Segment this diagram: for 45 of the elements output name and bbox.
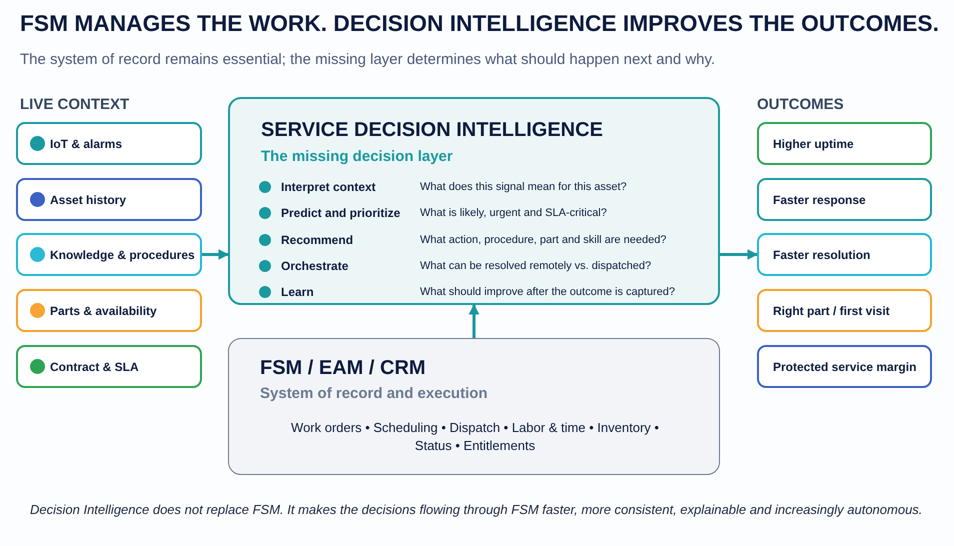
card-label: Asset history — [50, 192, 126, 206]
card-label: Faster response — [773, 192, 866, 206]
capability-question: What can be resolved remotely vs. dispatched? — [420, 258, 652, 274]
outcome-card — [757, 289, 932, 332]
outcome-card — [757, 122, 932, 165]
panel-heading: SERVICE DECISION INTELLIGENCE — [261, 118, 603, 142]
context-card — [16, 289, 202, 332]
outcome-card — [757, 178, 932, 221]
capability-name: Learn — [281, 284, 314, 300]
card-label: Protected service margin — [773, 360, 916, 374]
capability-question: What does this signal mean for this asset? — [420, 180, 627, 195]
arrow — [468, 304, 480, 338]
decision-layer-panel — [228, 97, 720, 305]
column-heading: LIVE CONTEXT — [20, 96, 130, 113]
arrow — [202, 249, 230, 260]
panel-subheading: The missing decision layer — [261, 148, 453, 166]
capability-question: What action, procedure, part and skill are needed? — [420, 232, 666, 248]
system-of-record-panel — [228, 338, 720, 475]
card-label: Contract & SLA — [50, 360, 139, 374]
outcome-card — [757, 233, 932, 276]
context-card — [16, 345, 202, 388]
context-card — [16, 233, 202, 276]
caption: Decision Intelligence does not replace FSM. It makes the decisions flowing through FSM faster, more consistent, explainable and increasingly autonomous. — [30, 502, 922, 517]
column-heading: OUTCOMES — [757, 96, 844, 113]
card-label: Parts & availability — [50, 304, 157, 318]
context-card — [16, 178, 202, 221]
outcome-card — [757, 345, 932, 388]
panel-subheading: System of record and execution — [260, 385, 488, 403]
capability-name: Orchestrate — [281, 258, 348, 274]
panel-heading: FSM / EAM / CRM — [260, 356, 426, 380]
card-label: IoT & alarms — [50, 136, 122, 150]
title: FSM MANAGES THE WORK. DECISION INTELLIGENCE IMPROVES THE OUTCOMES. — [20, 10, 939, 37]
card-label: Faster resolution — [773, 248, 870, 262]
context-card — [16, 122, 202, 165]
capability-list: Work orders • Scheduling • Dispatch • Labor & time • Inventory • Status • Entitlements — [285, 419, 665, 455]
card-label: Higher uptime — [773, 136, 854, 150]
capability-name: Predict and prioritize — [281, 205, 400, 222]
capability-name: Recommend — [281, 232, 354, 248]
capability-name: Interpret context — [281, 179, 376, 195]
card-label: Right part / first visit — [773, 304, 890, 318]
subtitle: The system of record remains essential; the missing layer determines what should happen next and why. — [20, 51, 716, 68]
capability-question: What should improve after the outcome is captured? — [420, 285, 675, 300]
capability-question: What is likely, urgent and SLA-critical? — [420, 206, 607, 222]
arrow — [720, 249, 758, 260]
card-label: Knowledge & procedures — [50, 248, 195, 262]
